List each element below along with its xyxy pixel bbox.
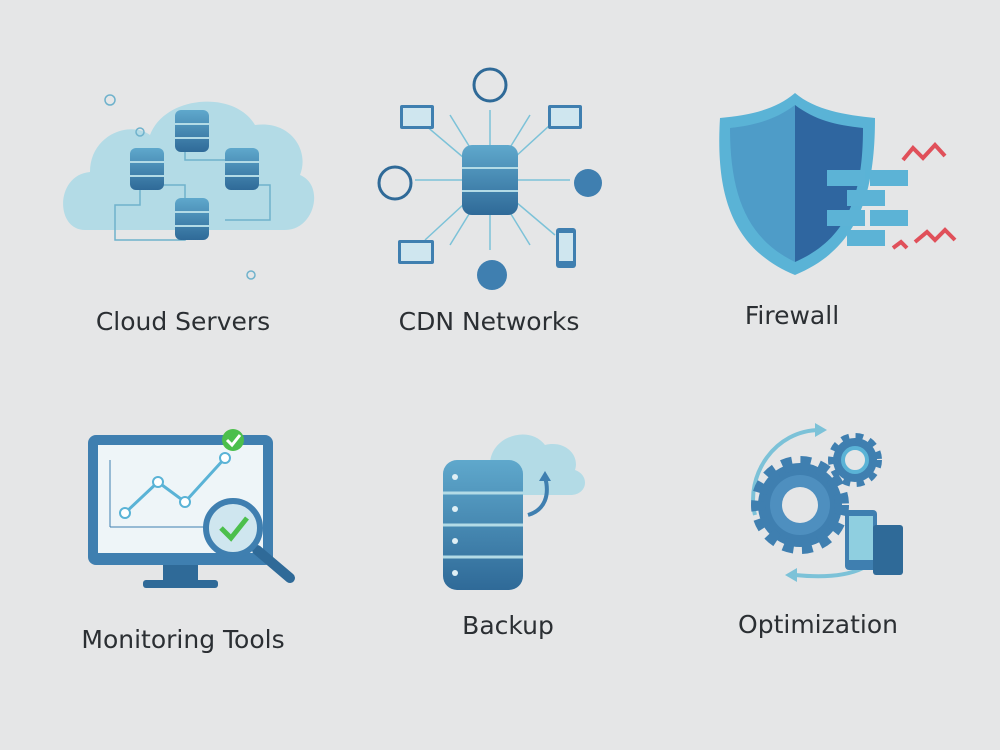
firewall-shield-icon <box>719 93 957 275</box>
monitoring-tools-label: Monitoring Tools <box>81 625 285 654</box>
backup-label: Backup <box>462 611 554 640</box>
monitoring-icon <box>88 429 295 588</box>
optimization-label: Optimization <box>738 610 898 639</box>
cloud-servers-icon <box>63 94 315 280</box>
backup-icon <box>443 434 586 590</box>
cdn-networks-label: CDN Networks <box>398 307 580 336</box>
cdn-network-icon <box>377 67 602 290</box>
firewall-label: Firewall <box>744 301 840 330</box>
optimization-gears-icon <box>751 423 903 582</box>
cloud-servers-label: Cloud Servers <box>95 307 271 336</box>
